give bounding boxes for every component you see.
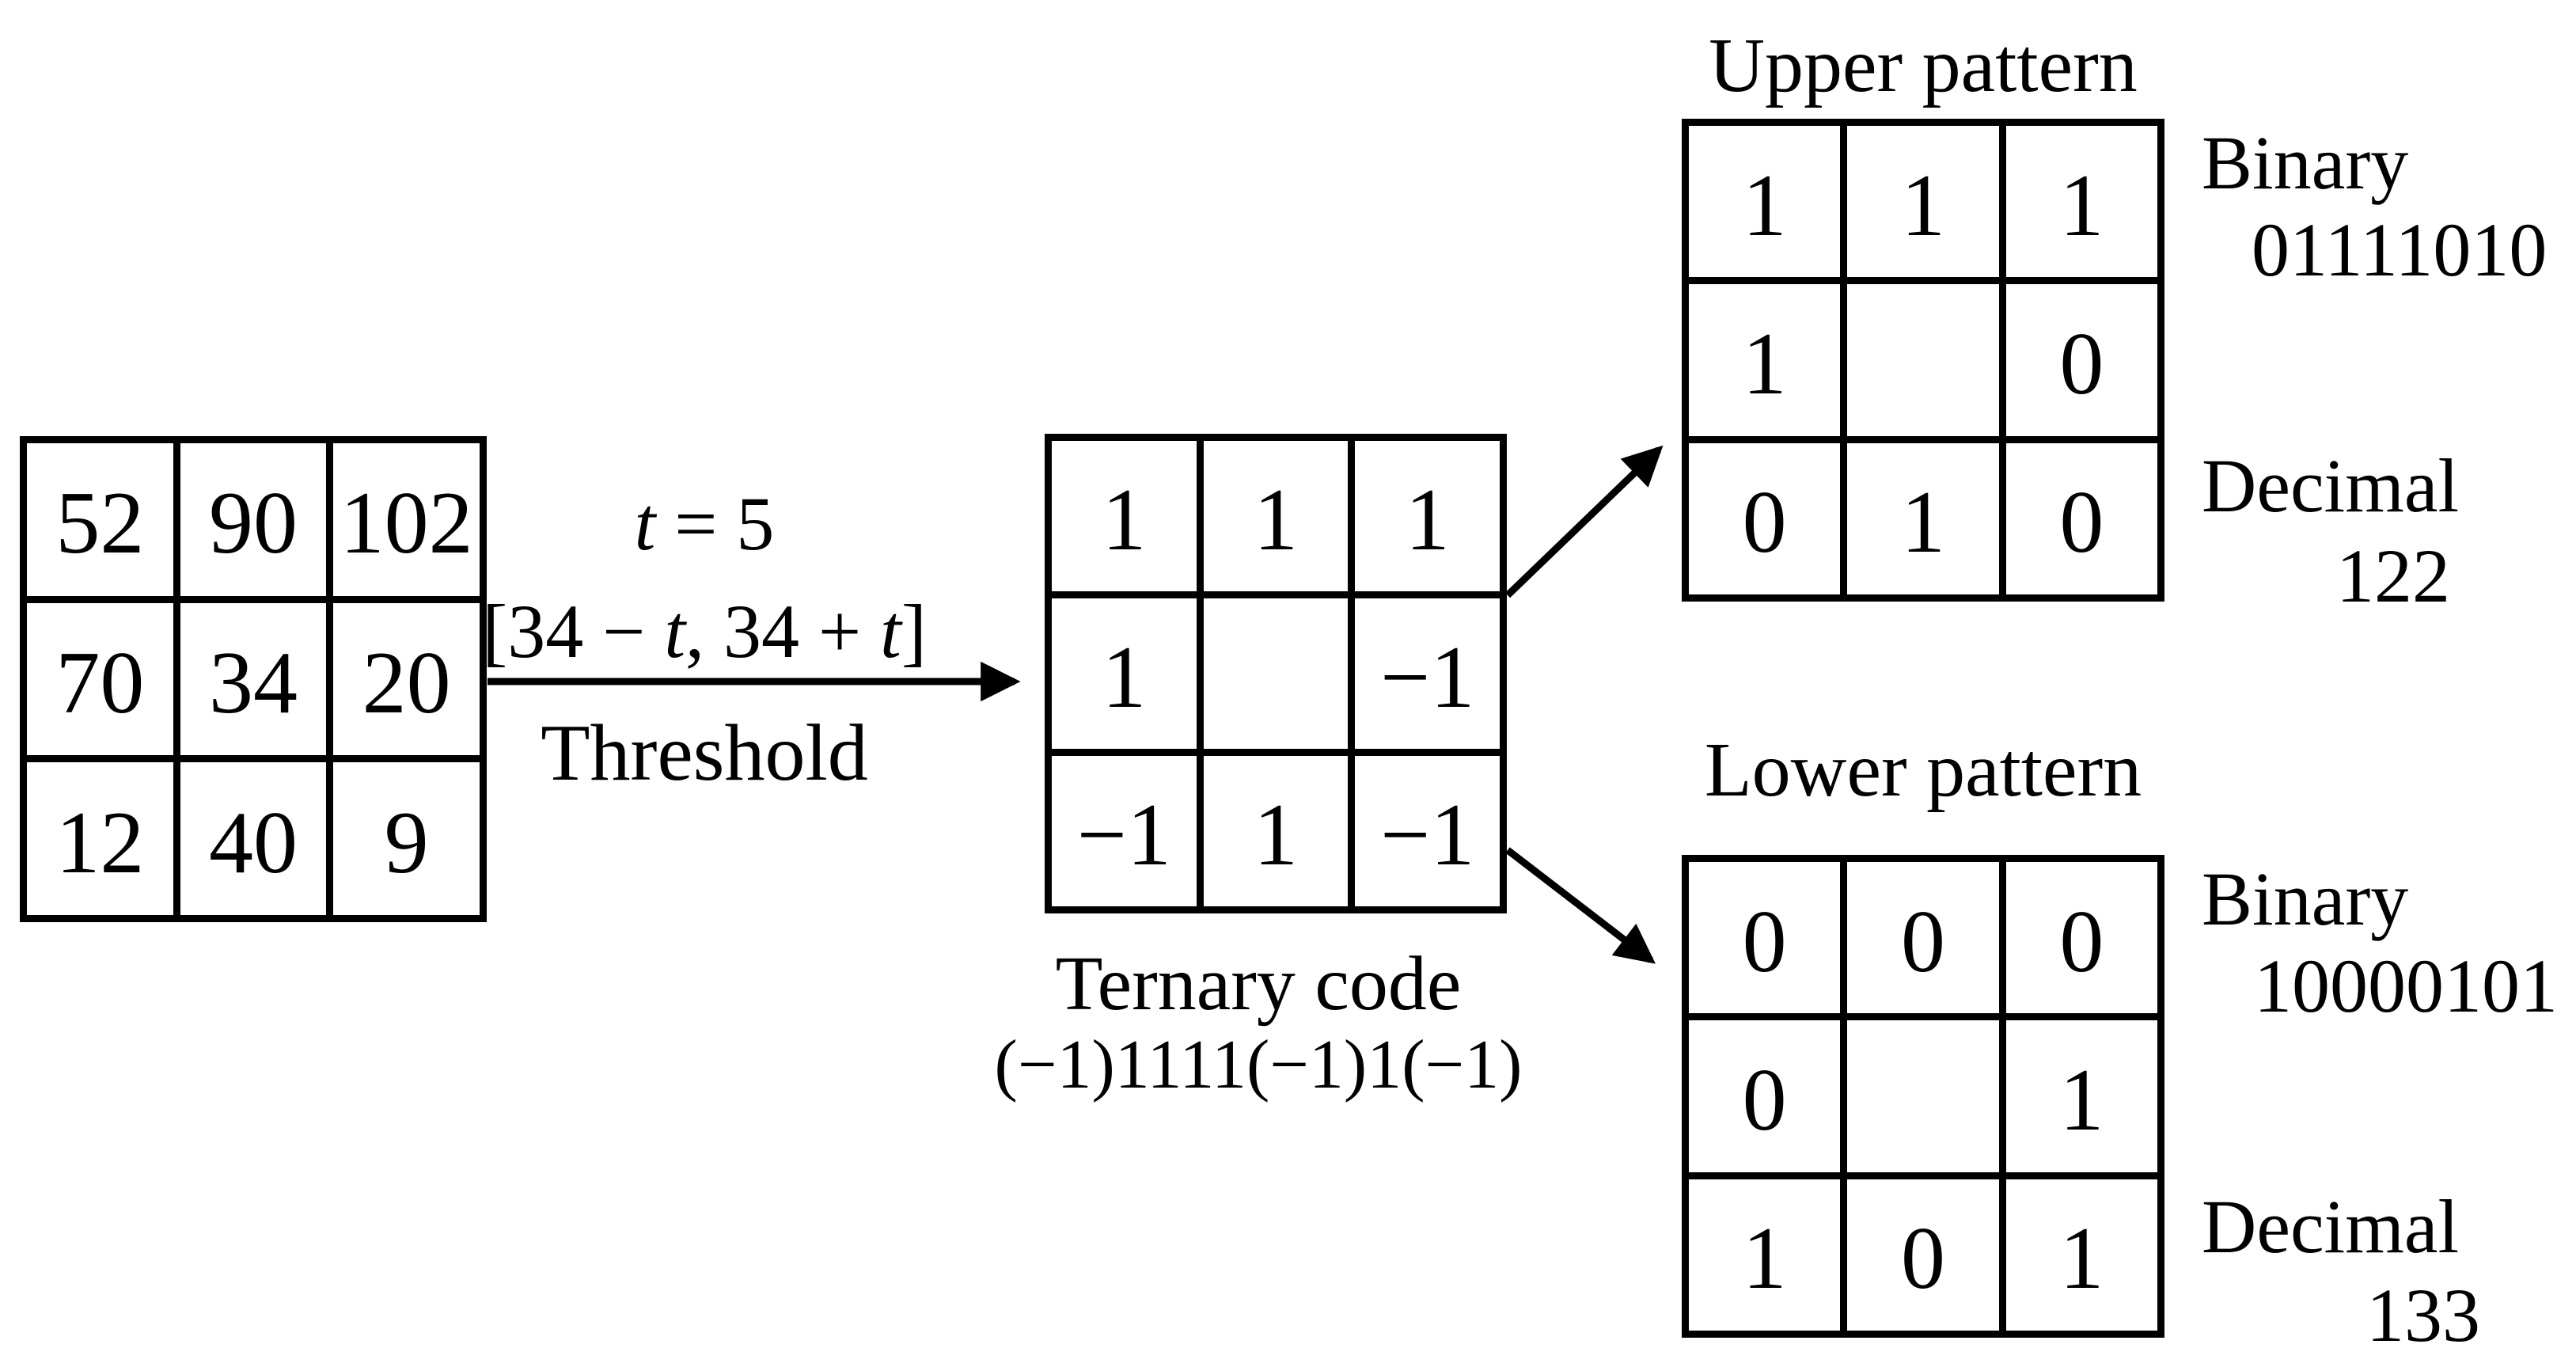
interval-part: , 34 +	[685, 589, 881, 674]
grid-cell: 102	[333, 443, 480, 596]
lower-decimal-value: 133	[2366, 1273, 2480, 1358]
grid-cell: 1	[1689, 126, 1841, 278]
grid-cell: −1	[1355, 598, 1500, 749]
grid-cell: 0	[1689, 442, 1841, 594]
t-symbol: t	[664, 589, 685, 674]
upper-pattern-title: Upper pattern	[1709, 23, 2138, 108]
grid-cell	[1847, 284, 1999, 436]
upper-decimal-label: Decimal	[2202, 443, 2460, 528]
grid-cell: 9	[333, 762, 480, 915]
interval-part: [34 −	[482, 589, 665, 674]
grid-cell: 1	[1847, 126, 1999, 278]
grid-cell: 1	[1052, 598, 1197, 749]
grid-cell: 1	[1355, 441, 1500, 591]
grid-cell: 1	[2005, 126, 2157, 278]
grid-cell: 1	[1203, 756, 1349, 906]
t-symbol: t	[880, 589, 901, 674]
grid-cell: 0	[2005, 442, 2157, 594]
lower-binary-value: 10000101	[2254, 944, 2558, 1028]
grid-cell: 1	[2005, 1179, 2157, 1331]
grid-cell: 1	[1203, 441, 1349, 591]
grid-cell: 70	[27, 602, 173, 756]
lower-pattern-title: Lower pattern	[1704, 727, 2142, 813]
grid-cell: 34	[180, 602, 327, 756]
lower-pattern-grid: 0 0 0 0 1 1 0 1	[1682, 855, 2164, 1338]
t-value: = 5	[655, 481, 775, 566]
grid-cell	[1203, 598, 1349, 749]
grid-cell: 0	[1847, 862, 1999, 1014]
threshold-interval: [34 − t, 34 + t]	[443, 589, 966, 674]
grid-cell: 12	[27, 762, 173, 915]
grid-cell	[1847, 1020, 1999, 1172]
grid-cell: 1	[1689, 1179, 1841, 1331]
upper-binary-label: Binary	[2202, 120, 2409, 205]
grid-cell: 1	[1847, 442, 1999, 594]
grid-cell: −1	[1355, 756, 1500, 906]
ternary-code-grid: 1 1 1 1 −1 −1 1 −1	[1045, 434, 1507, 913]
grid-cell: 0	[1689, 862, 1841, 1014]
grid-cell: −1	[1052, 756, 1197, 906]
ternary-code-string: (−1)1111(−1)1(−1)	[994, 1027, 1523, 1103]
grid-cell: 1	[1052, 441, 1197, 591]
grid-cell: 0	[1847, 1179, 1999, 1331]
threshold-t-value: t = 5	[443, 484, 966, 564]
upper-pattern-arrow-icon	[1504, 445, 1664, 598]
grid-cell: 0	[2005, 284, 2157, 436]
lower-binary-label: Binary	[2202, 856, 2409, 941]
grid-cell: 20	[333, 602, 480, 756]
grid-cell: 40	[180, 762, 327, 915]
threshold-arrow-label: Threshold	[541, 708, 868, 798]
grid-cell: 0	[1689, 1020, 1841, 1172]
ternary-code-caption: Ternary code	[1055, 941, 1462, 1027]
upper-pattern-grid: 1 1 1 1 0 0 1 0	[1682, 119, 2164, 602]
grid-cell: 0	[2005, 862, 2157, 1014]
lower-decimal-label: Decimal	[2202, 1184, 2460, 1269]
grid-cell: 52	[27, 443, 173, 596]
interval-part: ]	[901, 589, 927, 674]
grid-cell: 90	[180, 443, 327, 596]
upper-binary-value: 01111010	[2252, 207, 2548, 292]
t-symbol: t	[634, 481, 656, 566]
source-intensity-grid: 52 90 102 70 34 20 12 40 9	[20, 436, 487, 922]
upper-decimal-value: 122	[2336, 534, 2450, 618]
grid-cell: 1	[1689, 284, 1841, 436]
grid-cell: 1	[2005, 1020, 2157, 1172]
